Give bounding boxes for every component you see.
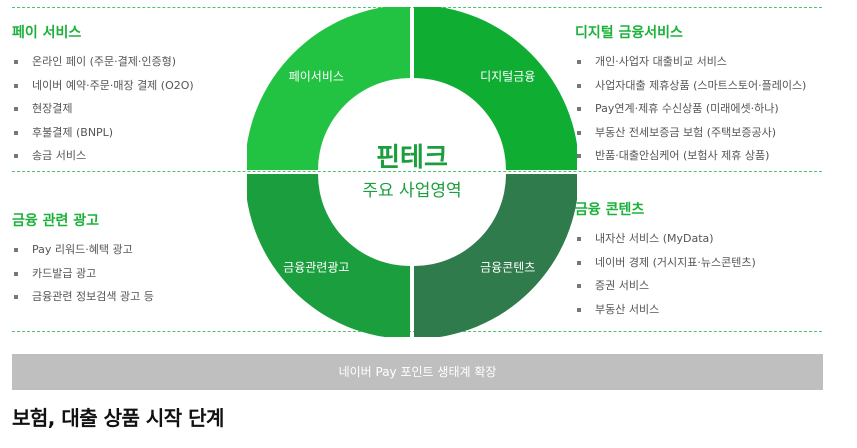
list-item: Pay 리워드·혜택 광고 xyxy=(12,238,154,262)
segment-label-finance-contents: 금융콘텐츠 xyxy=(480,261,535,275)
finance-ads-block: 금융 관련 광고 Pay 리워드·혜택 광고 카드발급 광고 금융관련 정보검색… xyxy=(12,210,154,309)
segment-finance-contents xyxy=(414,174,577,337)
list-item: 송금 서비스 xyxy=(12,144,194,168)
list-item: 후불결제 (BNPL) xyxy=(12,121,194,145)
list-item: 금융관련 정보검색 광고 등 xyxy=(12,285,154,309)
finance-contents-title: 금융 콘텐츠 xyxy=(575,202,645,218)
list-item: 내자산 서비스 (MyData) xyxy=(575,227,756,251)
list-item: 증권 서비스 xyxy=(575,274,756,298)
list-item: 개인·사업자 대출비교 서비스 xyxy=(575,50,806,74)
middle-divider xyxy=(12,171,822,172)
digital-finance-block: 디지털 금융서비스 개인·사업자 대출비교 서비스 사업자대출 제휴상품 (스마… xyxy=(575,22,806,168)
list-item: 반품·대출안심케어 (보험사 제휴 상품) xyxy=(575,144,806,168)
list-item: 현장결제 xyxy=(12,97,194,121)
list-item: Pay연계·제휴 수신상품 (미래에셋·하나) xyxy=(575,97,806,121)
finance-ads-list: Pay 리워드·혜택 광고 카드발급 광고 금융관련 정보검색 광고 등 xyxy=(12,238,154,309)
list-item: 네이버 경제 (거시지표·뉴스콘텐츠) xyxy=(575,251,756,275)
segment-digital-finance xyxy=(414,7,577,170)
center-subtitle: 주요 사업영역 xyxy=(362,181,461,201)
list-item: 사업자대출 제휴상품 (스마트스토어·플레이스) xyxy=(575,74,806,98)
pay-services-title: 페이 서비스 xyxy=(12,25,82,41)
center-title: 핀테크 xyxy=(376,143,448,173)
pay-services-block: 페이 서비스 온라인 페이 (주문·결제·인증형) 네이버 예약·주문·매장 결… xyxy=(12,22,194,168)
segment-label-finance-ads: 금융관련광고 xyxy=(283,261,349,275)
segment-label-digital-finance: 디지털금융 xyxy=(480,69,535,83)
finance-contents-block: 금융 콘텐츠 내자산 서비스 (MyData) 네이버 경제 (거시지표·뉴스콘… xyxy=(575,199,756,321)
list-item: 온라인 페이 (주문·결제·인증형) xyxy=(12,50,194,74)
list-item: 네이버 예약·주문·매장 결제 (O2O) xyxy=(12,74,194,98)
section-heading: 보험, 대출 상품 시작 단계 xyxy=(12,406,224,430)
digital-finance-list: 개인·사업자 대출비교 서비스 사업자대출 제휴상품 (스마트스토어·플레이스)… xyxy=(575,50,806,168)
list-item: 카드발급 광고 xyxy=(12,262,154,286)
finance-contents-list: 내자산 서비스 (MyData) 네이버 경제 (거시지표·뉴스콘텐츠) 증권 … xyxy=(575,227,756,321)
finance-ads-title: 금융 관련 광고 xyxy=(12,213,100,229)
digital-finance-title: 디지털 금융서비스 xyxy=(575,25,683,41)
list-item: 부동산 서비스 xyxy=(575,298,756,322)
segment-pay-services xyxy=(247,7,410,170)
list-item: 부동산 전세보증금 보험 (주택보증공사) xyxy=(575,121,806,145)
ecosystem-banner: 네이버 Pay 포인트 생태계 확장 xyxy=(12,354,823,390)
segment-label-pay-services: 페이서비스 xyxy=(289,69,344,83)
pay-services-list: 온라인 페이 (주문·결제·인증형) 네이버 예약·주문·매장 결제 (O2O)… xyxy=(12,50,194,168)
segment-finance-ads xyxy=(247,174,410,337)
